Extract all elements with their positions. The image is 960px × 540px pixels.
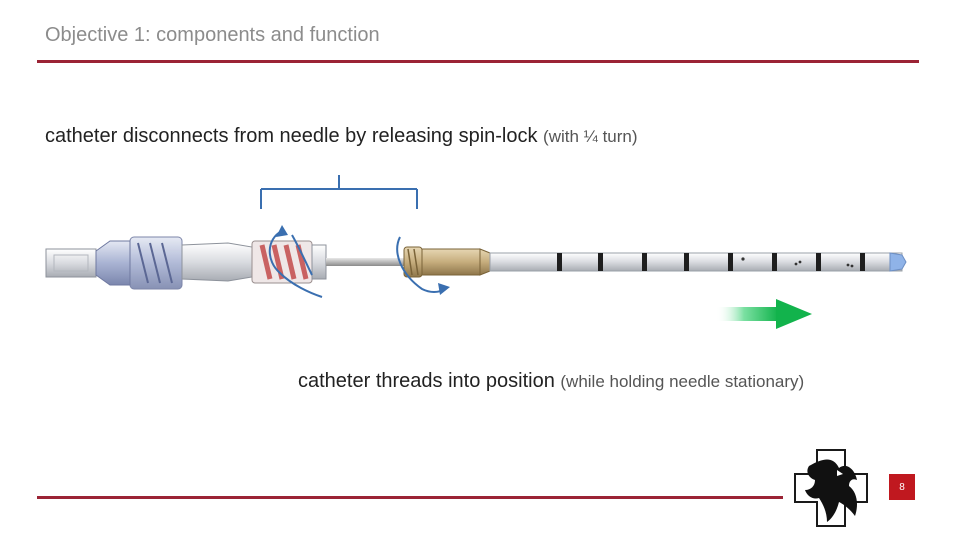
page-number-badge: 8 [889, 474, 915, 500]
flashback-chamber [181, 242, 253, 282]
rotation-arrow-icon [396, 236, 450, 295]
spin-lock [251, 240, 327, 284]
top-divider [37, 60, 919, 63]
eagle-cross-logo-icon [794, 449, 868, 527]
caption-disconnect-text: catheter disconnects from needle by rele… [45, 125, 544, 147]
caption-thread-text: catheter threads into position [298, 370, 561, 392]
spin-lock-bracket [260, 175, 418, 209]
caption-thread-note: (while holding needle stationary) [560, 372, 805, 391]
catheter-hub [403, 246, 491, 278]
slide-title: Objective 1: components and function [45, 24, 380, 46]
green-arrow-right-icon [716, 299, 812, 329]
catheter-tube [489, 252, 907, 272]
catheter-diagram [45, 175, 907, 329]
caption-disconnect-note: (with ¼ turn) [543, 127, 638, 146]
bottom-divider [37, 496, 783, 499]
caption-disconnect: catheter disconnects from needle by rele… [45, 125, 638, 148]
rotation-arrow-icon [268, 225, 323, 298]
caption-thread: catheter threads into position (while ho… [298, 370, 804, 393]
needle-hub [95, 236, 183, 290]
needle-shaft [326, 258, 408, 266]
